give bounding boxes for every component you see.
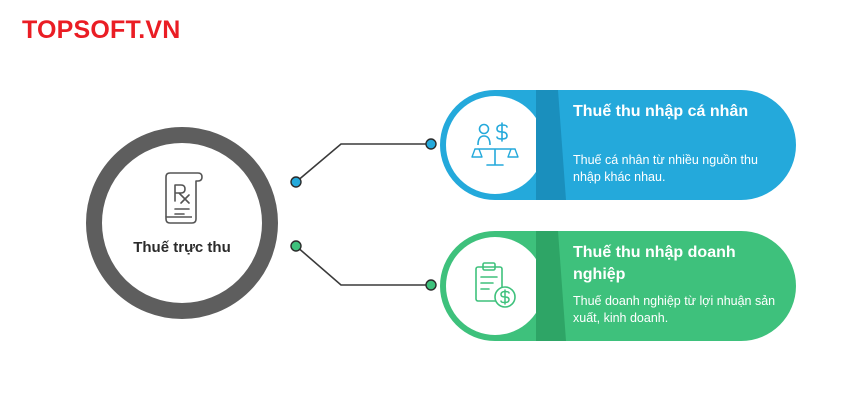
branch-icon-disc (446, 237, 544, 335)
card-accent-slant (536, 90, 566, 200)
connector-dot-hub-top (290, 176, 302, 188)
connector-dot-card-top (425, 138, 437, 150)
card-accent-slant (536, 231, 566, 341)
connector-dot-card-bottom (425, 279, 437, 291)
hub-label: Thuế trực thu (133, 239, 231, 256)
branch-title: Thuế thu nhập cá nhân (573, 103, 749, 120)
branch-card-corporate-income-tax: Thuế thu nhập doanh nghiệp Thuế doanh ng… (440, 231, 796, 341)
branch-description: Thuế doanh nghiệp từ lợi nhuận sản xuất,… (573, 294, 776, 325)
brand-logo: TOPSOFT.VN (22, 16, 181, 44)
branch-description: Thuế cá nhân từ nhiều nguồn thu nhập khá… (573, 153, 758, 184)
hub-circle: Thuế trực thu (86, 127, 278, 319)
branch-card-personal-income-tax: Thuế thu nhập cá nhân Thuế cá nhân từ nh… (440, 90, 796, 200)
connector-bottom (295, 245, 431, 286)
connector-top (295, 143, 431, 183)
clipboard-dollar-icon (475, 262, 516, 308)
branch-icon-disc (446, 96, 544, 194)
connector-dot-hub-bottom (290, 240, 302, 252)
person-dollar-scale-icon (471, 122, 519, 166)
prescription-scroll-icon (165, 172, 203, 224)
branch-title: Thuế thu nhập doanh nghiệp (573, 244, 736, 283)
